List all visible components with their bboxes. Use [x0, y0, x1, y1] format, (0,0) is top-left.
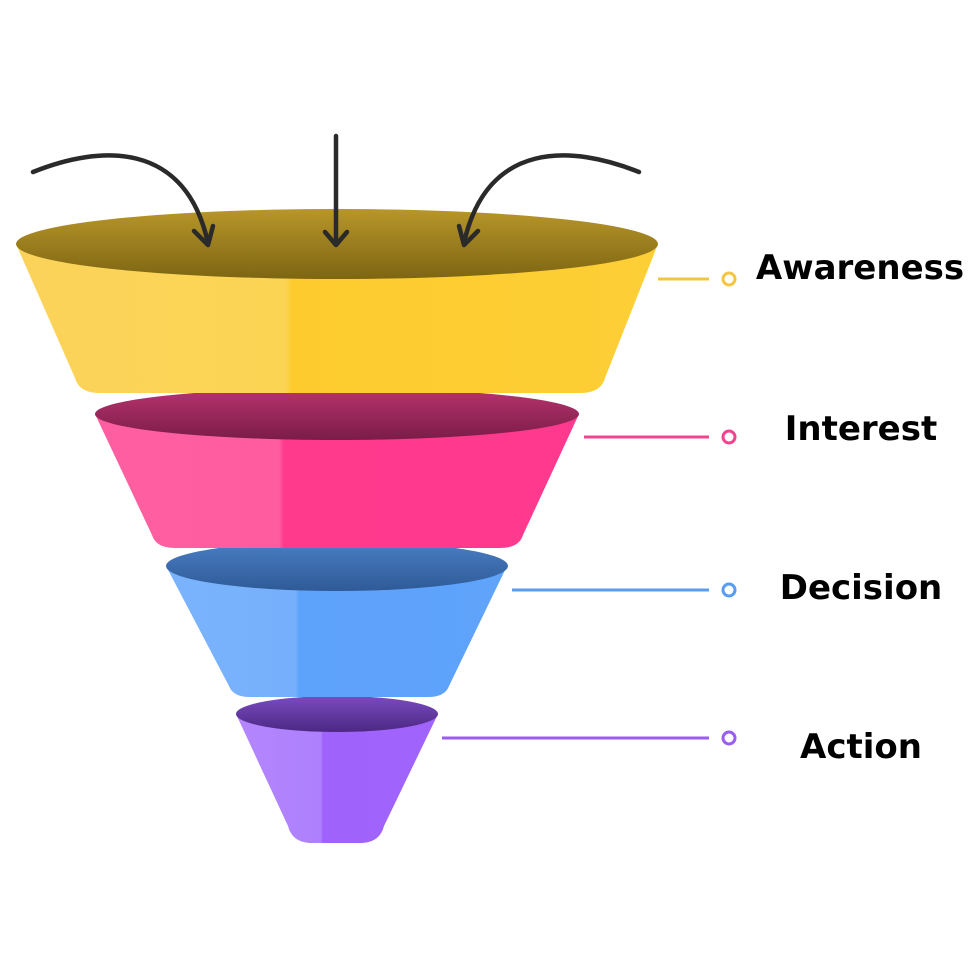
- interest-dot-icon: [721, 429, 737, 445]
- connector-action: [442, 730, 737, 746]
- stage-label-awareness: Awareness: [755, 248, 965, 288]
- stage-label-decision: Decision: [779, 568, 943, 608]
- decision-dot-icon: [721, 582, 737, 598]
- awareness-dot-icon: [721, 271, 737, 287]
- connector-decision: [512, 582, 737, 598]
- funnel-tier-decision: [166, 541, 508, 697]
- left-curved-arrow-icon: [30, 153, 216, 248]
- action-dot-icon: [721, 730, 737, 746]
- center-down-arrow-icon: [322, 133, 350, 248]
- connector-awareness: [658, 271, 737, 287]
- right-curved-arrow-icon: [456, 153, 642, 248]
- funnel-tier-action: [236, 696, 438, 843]
- incoming-arrows: [30, 133, 642, 248]
- stage-label-action: Action: [800, 727, 922, 767]
- funnel-tier-interest: [95, 388, 579, 548]
- stage-label-interest: Interest: [784, 409, 938, 449]
- connector-interest: [584, 429, 737, 445]
